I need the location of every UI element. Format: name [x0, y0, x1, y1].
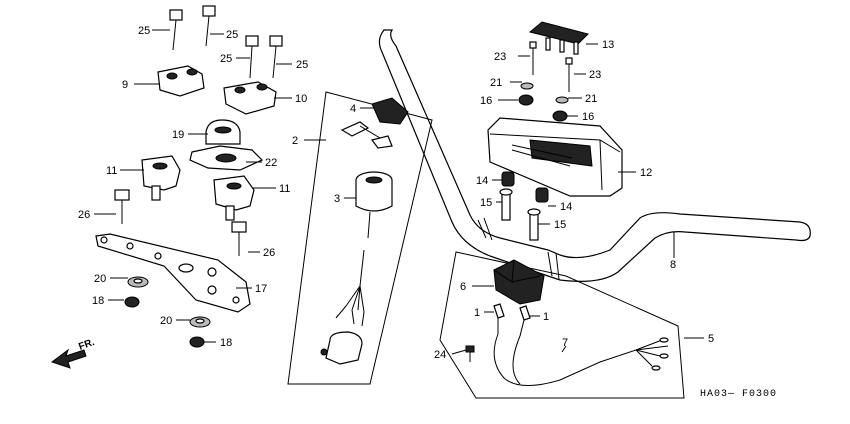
- harness-group-box: [439, 251, 685, 399]
- handlebar-upper-holder-9[interactable]: [157, 65, 205, 97]
- nut-16-left[interactable]: [518, 94, 534, 106]
- bolt-25-d[interactable]: [269, 35, 283, 79]
- callout-26: 26: [78, 209, 90, 221]
- bolt-23-right[interactable]: [565, 57, 573, 92]
- direction-label: FR.: [77, 337, 96, 353]
- callout-25: 25: [220, 53, 232, 65]
- callout-14: 14: [560, 201, 572, 213]
- callout-14: 14: [476, 175, 488, 187]
- callout-18: 18: [220, 337, 232, 349]
- handlebar-upper-holder-10[interactable]: [223, 81, 277, 115]
- callout-21: 21: [490, 77, 502, 89]
- top-bridge-17[interactable]: [95, 233, 251, 313]
- callout-1: 1: [474, 307, 480, 319]
- callout-15: 15: [554, 219, 566, 231]
- washer-21-right[interactable]: [555, 96, 569, 104]
- callout-19: 19: [172, 129, 184, 141]
- relay-6[interactable]: [493, 259, 545, 305]
- callout-25: 25: [296, 59, 308, 71]
- washer-21-left[interactable]: [520, 82, 534, 90]
- bolt-26-left[interactable]: [114, 189, 130, 224]
- callout-18: 18: [92, 295, 104, 307]
- callout-3: 3: [334, 193, 340, 205]
- callout-labels: 25 25 25 25 9 10 19 2 4 22 11 11 3 26 26…: [78, 25, 714, 361]
- callout-16: 16: [480, 95, 492, 107]
- collar-15-right[interactable]: [527, 208, 541, 241]
- diagram-code: HA03— F0300: [700, 389, 777, 400]
- washer-20-left[interactable]: [127, 276, 149, 288]
- callout-24: 24: [434, 349, 446, 361]
- bolt-23-left[interactable]: [529, 41, 537, 75]
- bolt-26-right[interactable]: [231, 221, 247, 256]
- nut-18-right[interactable]: [189, 336, 205, 348]
- bolt-25-a[interactable]: [169, 9, 183, 51]
- callout-20: 20: [94, 273, 106, 285]
- bolt-25-c[interactable]: [245, 35, 259, 79]
- callout-13: 13: [602, 39, 614, 51]
- rubber-cap-19[interactable]: [205, 119, 241, 145]
- ignition-cap-4[interactable]: [371, 97, 409, 125]
- callout-26: 26: [263, 247, 275, 259]
- wire-harness-7[interactable]: [493, 333, 669, 386]
- ignition-housing[interactable]: [320, 331, 363, 365]
- callout-6: 6: [460, 281, 466, 293]
- leader-lines: [94, 29, 704, 355]
- handlebar[interactable]: [378, 29, 811, 282]
- screw-24[interactable]: [465, 345, 475, 362]
- lower-holder-11-left[interactable]: [141, 155, 181, 201]
- callout-25: 25: [226, 29, 238, 41]
- callout-1: 1: [543, 311, 549, 323]
- grommet-14-right[interactable]: [535, 187, 549, 203]
- ignition-switch-3[interactable]: [335, 171, 393, 327]
- callout-15: 15: [480, 197, 492, 209]
- callout-4: 4: [350, 103, 356, 115]
- front-direction-arrow-icon: [50, 348, 87, 369]
- callout-23: 23: [589, 69, 601, 81]
- damper-plate-22[interactable]: [189, 145, 264, 171]
- callout-21: 21: [585, 93, 597, 105]
- callout-16: 16: [582, 111, 594, 123]
- meter-bracket[interactable]: [528, 21, 589, 55]
- washer-20-right[interactable]: [189, 316, 211, 328]
- lower-holder-11-right[interactable]: [213, 175, 255, 221]
- callout-12: 12: [640, 167, 652, 179]
- callout-23: 23: [494, 51, 506, 63]
- callout-10: 10: [295, 93, 307, 105]
- ignition-keys[interactable]: [340, 121, 393, 149]
- callout-22: 22: [265, 157, 277, 169]
- callout-7: 7: [562, 337, 568, 349]
- callout-20: 20: [160, 315, 172, 327]
- meter-cover[interactable]: [487, 117, 623, 197]
- callout-17: 17: [255, 283, 267, 295]
- nut-18-left[interactable]: [124, 296, 140, 308]
- callout-11: 11: [106, 165, 117, 177]
- grommet-14-left[interactable]: [501, 171, 515, 187]
- callout-11: 11: [279, 183, 290, 195]
- collar-15-left[interactable]: [499, 188, 513, 221]
- callout-25: 25: [138, 25, 150, 37]
- nut-16-right[interactable]: [552, 110, 568, 122]
- bolt-25-b[interactable]: [202, 5, 216, 47]
- bulb-socket-1-left[interactable]: [493, 303, 505, 334]
- callout-8: 8: [670, 259, 676, 271]
- callout-9: 9: [122, 79, 128, 91]
- callout-5: 5: [708, 333, 714, 345]
- callout-2: 2: [292, 135, 298, 147]
- bulb-socket-1-right[interactable]: [519, 305, 531, 337]
